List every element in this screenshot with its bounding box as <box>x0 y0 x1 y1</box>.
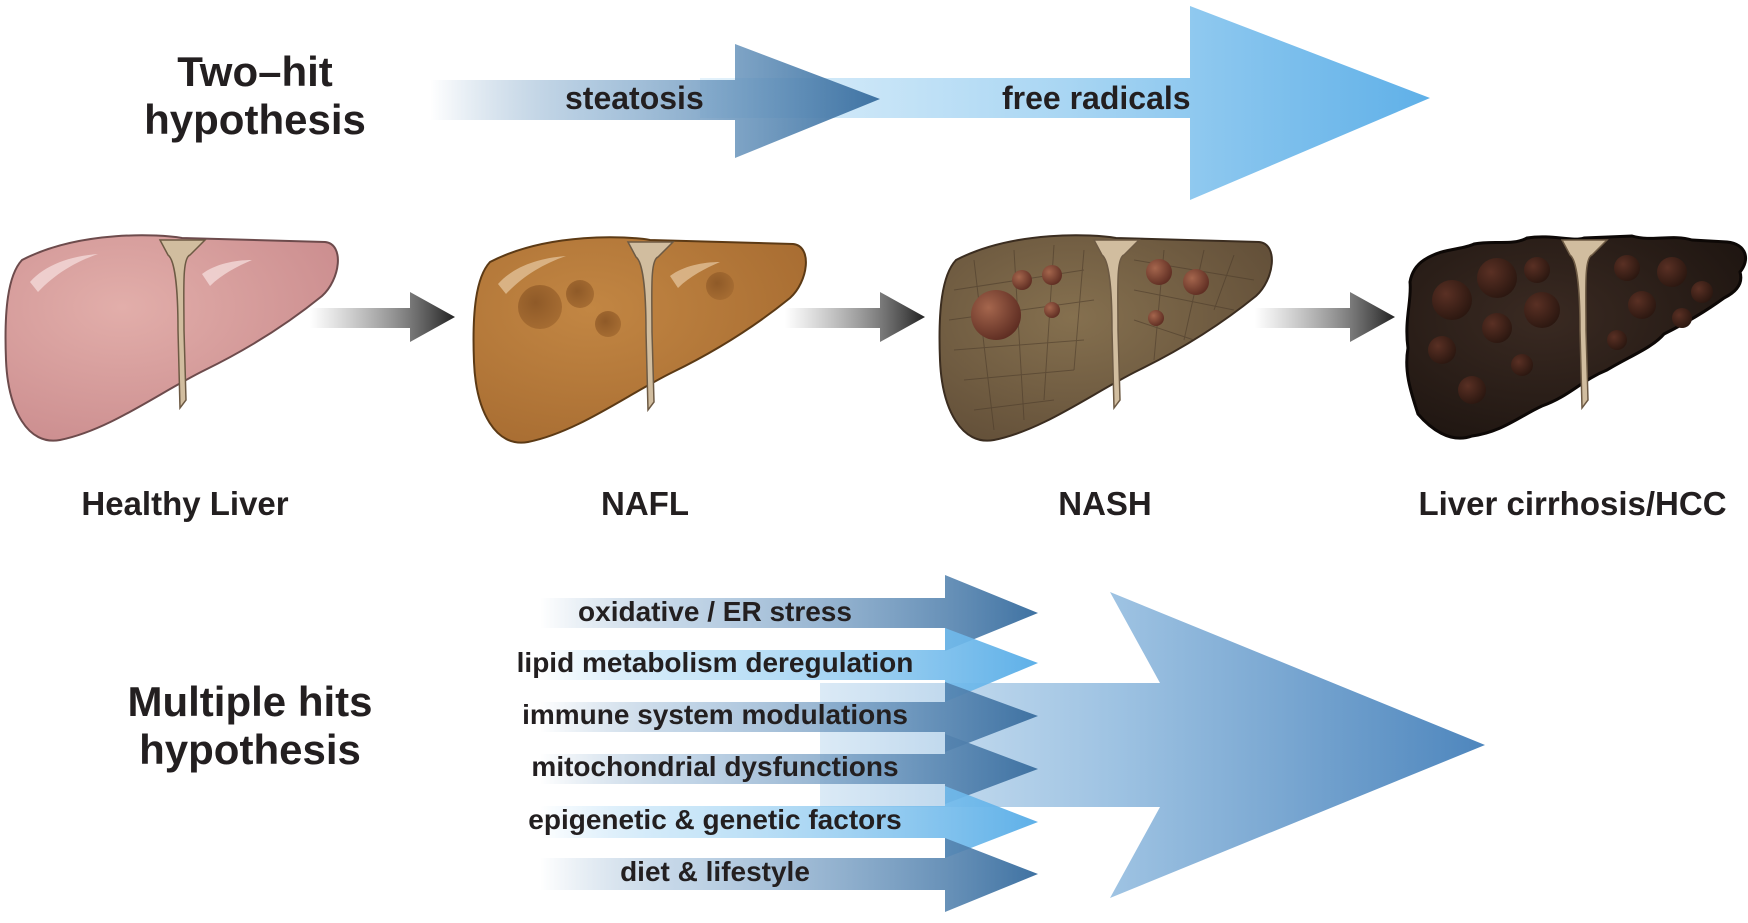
healthy-liver-illustration <box>4 234 339 442</box>
stage-label-nafl: NAFL <box>601 485 689 522</box>
progression-arrow-3 <box>1255 292 1395 342</box>
hit-label-mitochondrial: mitochondrial dysfunctions <box>531 751 899 782</box>
nafl-liver-illustration <box>472 236 807 444</box>
two-hit-title-line1: Two–hit <box>177 48 333 95</box>
hit-arrow-immune <box>540 682 1038 752</box>
multiple-hits-big-arrow <box>820 592 1485 898</box>
progression-arrow-2 <box>785 292 925 342</box>
hit-label-epigenetic: epigenetic & genetic factors <box>528 804 902 835</box>
hit-label-diet: diet & lifestyle <box>620 856 810 887</box>
free-radicals-arrow <box>700 6 1430 200</box>
stage-label-healthy: Healthy Liver <box>81 485 289 522</box>
free-radicals-label: free radicals <box>1002 80 1191 116</box>
hit-label-lipid: lipid metabolism deregulation <box>516 647 914 678</box>
hit-label-immune: immune system modulations <box>522 699 908 730</box>
multiple-hits-title: Multiple hits hypothesis <box>100 678 400 774</box>
hit-arrow-lipid <box>540 628 1038 702</box>
steatosis-arrow <box>430 44 880 158</box>
multiple-hits-title-line2: hypothesis <box>139 726 361 773</box>
hit-arrow-oxidative <box>540 575 1038 651</box>
stage-label-nash: NASH <box>1058 485 1152 522</box>
stage-label-cirrhosis: Liver cirrhosis/HCC <box>1418 485 1727 522</box>
multiple-hits-title-line1: Multiple hits <box>127 678 373 725</box>
nash-liver-illustration <box>938 234 1273 442</box>
cirrhosis-liver-illustration <box>1405 234 1748 440</box>
hit-label-oxidative: oxidative / ER stress <box>578 596 852 627</box>
hit-arrow-epigenetic <box>540 786 1038 858</box>
hit-arrow-diet <box>540 838 1038 912</box>
two-hit-title: Two–hit hypothesis <box>120 48 390 144</box>
progression-arrow-1 <box>310 292 455 342</box>
steatosis-label: steatosis <box>565 80 704 116</box>
hit-arrow-mitochondrial <box>540 734 1038 804</box>
two-hit-title-line2: hypothesis <box>144 96 366 143</box>
